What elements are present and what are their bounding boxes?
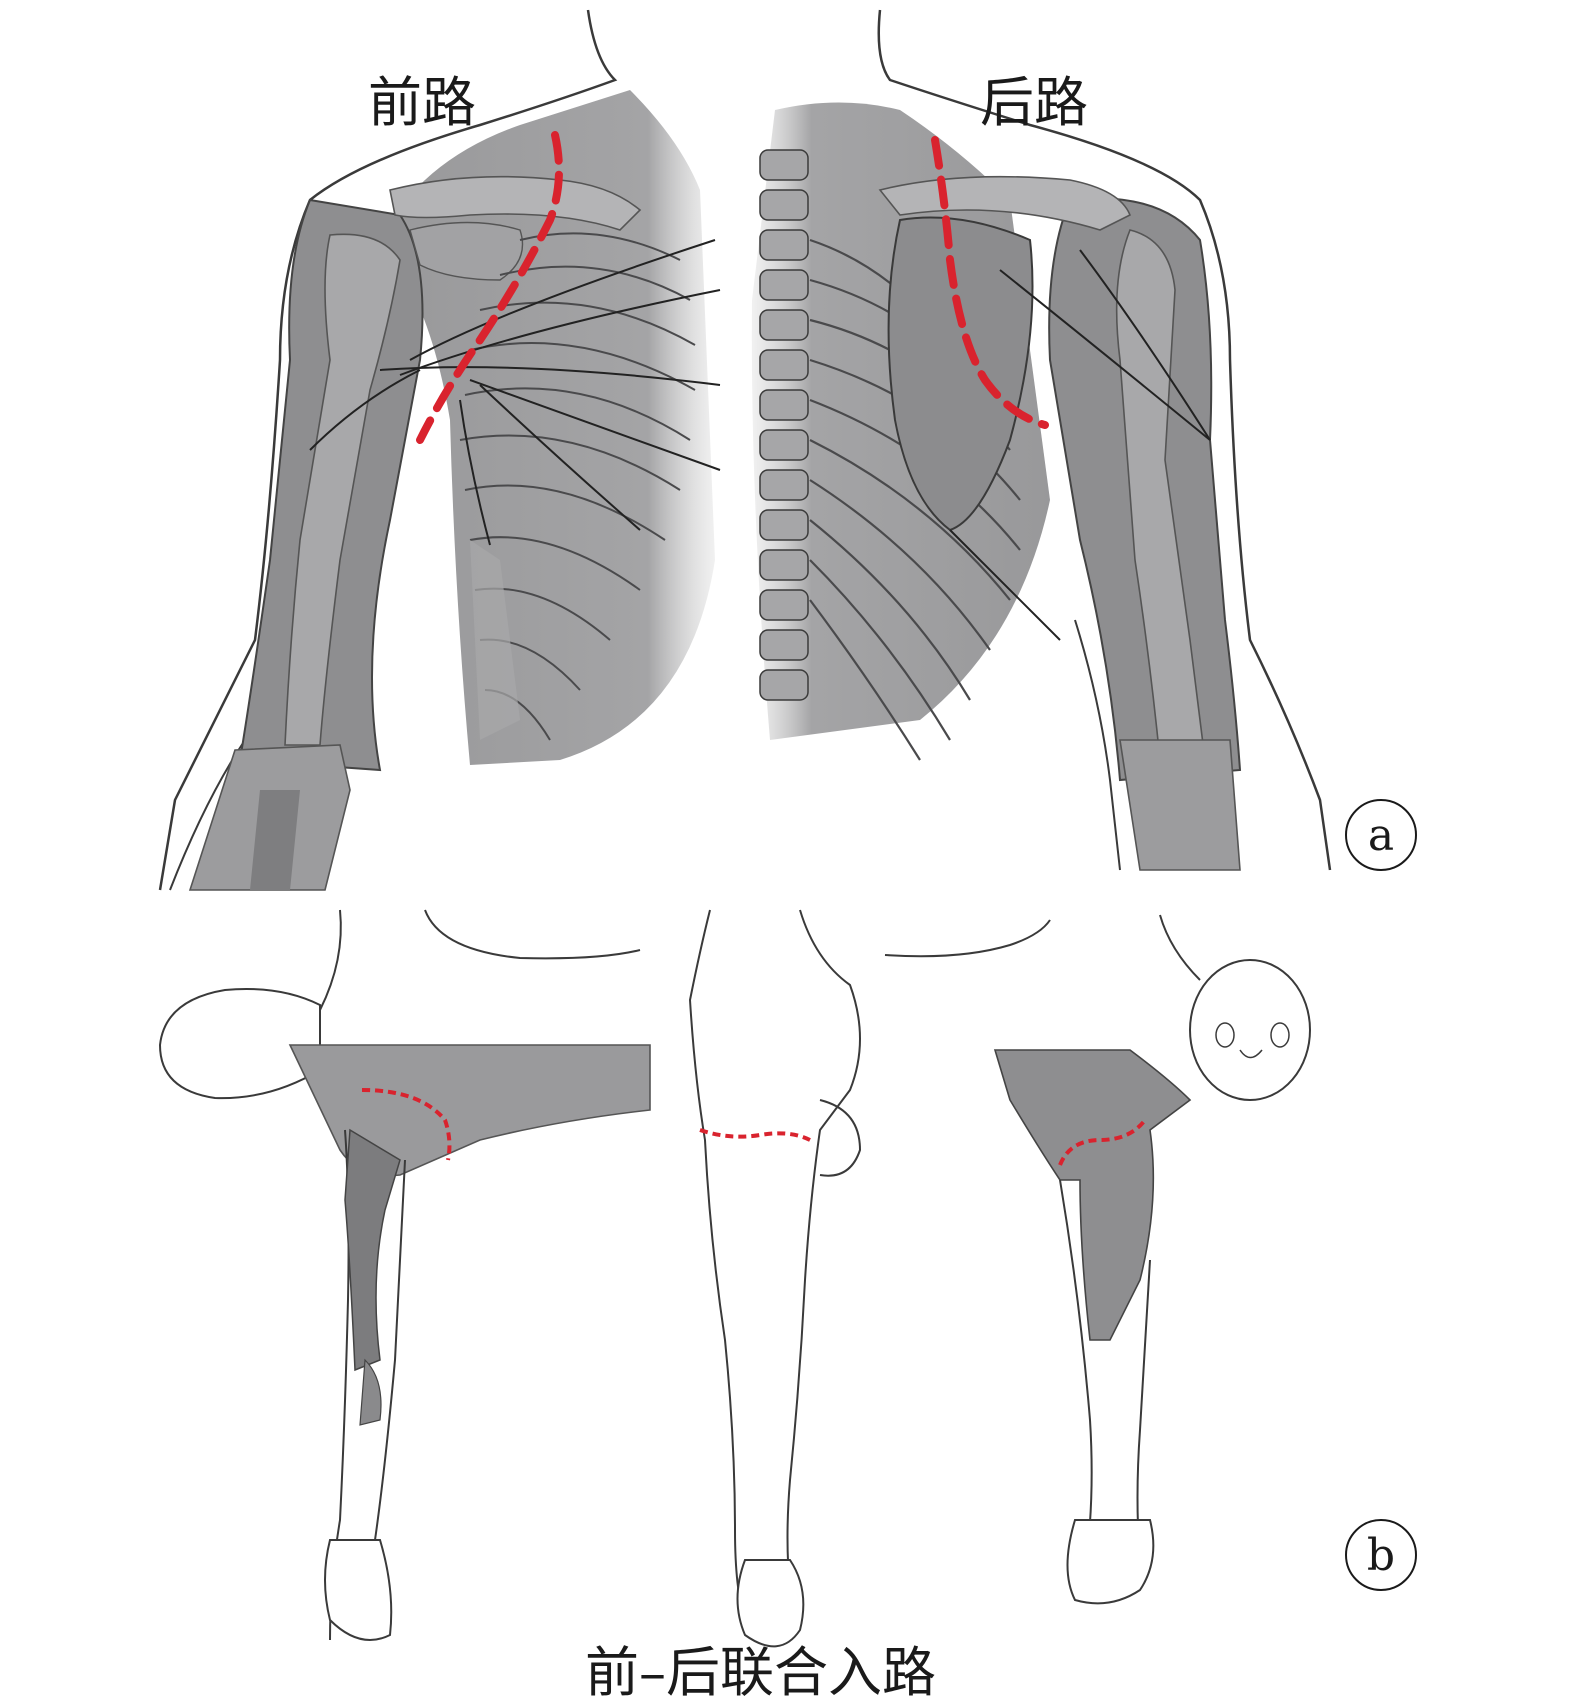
combined-lateral-view (688, 909, 862, 1648)
combined-posterior-head (1189, 959, 1311, 1101)
posterior-body-outline (877, 9, 1332, 871)
combined-lateral-hand (736, 1559, 805, 1648)
posterior-view (751, 9, 1332, 871)
combined-anterior-incision (361, 1088, 452, 1161)
combined-anterior-head (158, 988, 321, 1100)
anterior-body-outline (158, 9, 618, 891)
combined-anterior-hand (324, 1539, 393, 1641)
posterior-incision (931, 136, 1049, 429)
anterior-view (158, 9, 721, 891)
combined-anterior-view (158, 909, 651, 1641)
combined-posterior-view (884, 914, 1311, 1605)
panel-a-badge: a (1345, 799, 1417, 871)
combined-posterior-hand (1066, 1519, 1155, 1605)
posterior-approach-label: 后路 (980, 71, 1088, 134)
posterior-scapula (887, 216, 1034, 532)
posterior-spine (759, 149, 809, 701)
anterior-approach-label: 前路 (368, 71, 476, 134)
combined-posterior-incision (1058, 1118, 1147, 1166)
combined-approach-caption: 前–后联合入路 (585, 1641, 936, 1704)
anterior-incision (416, 131, 563, 444)
combined-lateral-incision (699, 1128, 811, 1142)
panel-b-badge: b (1345, 1519, 1417, 1591)
